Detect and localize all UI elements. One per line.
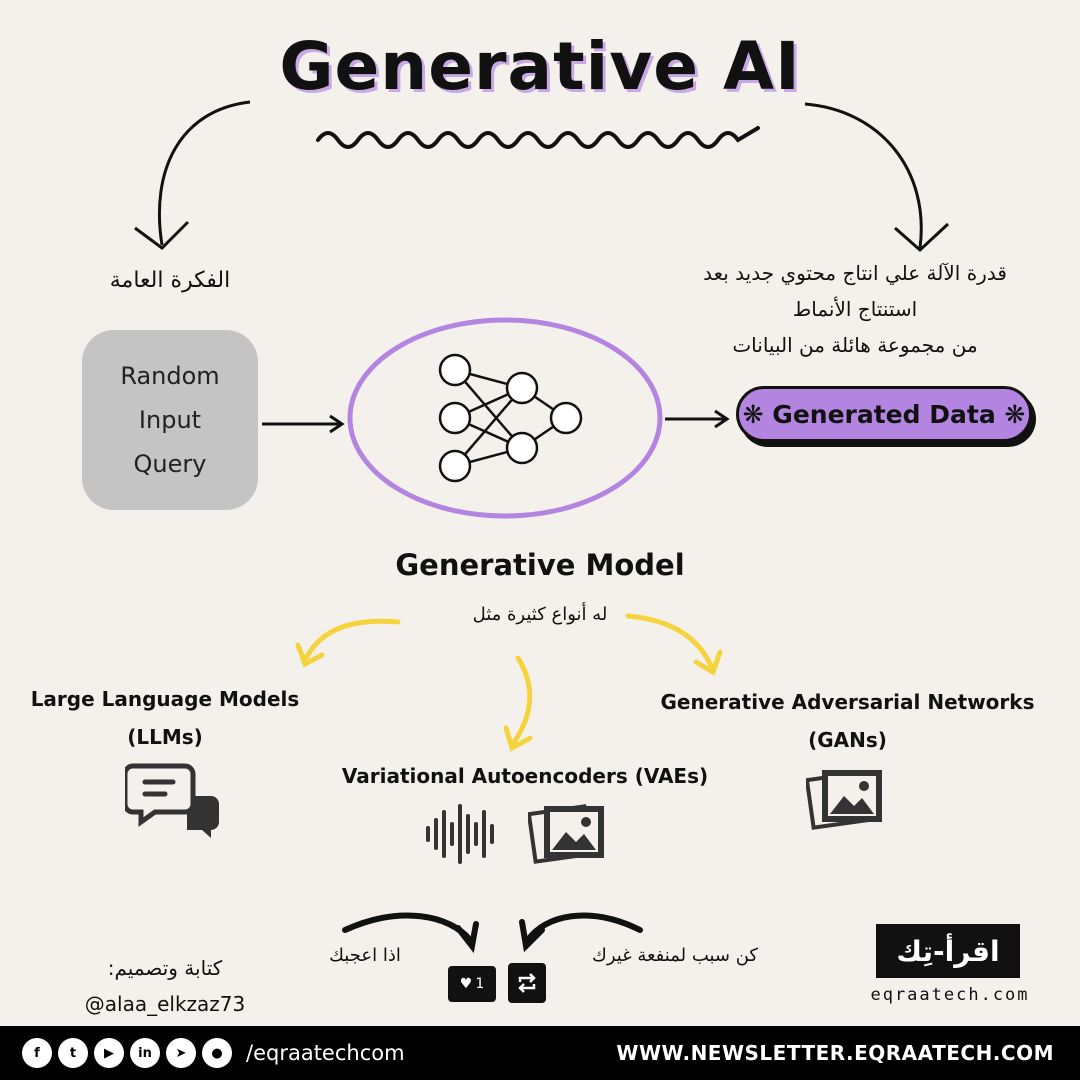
arrow-to-gan [625,613,715,671]
repost-icon [518,973,536,993]
be-reason-label: كن سبب لمنفعة غيرك [592,945,758,966]
arrow-to-llm [302,618,401,663]
eqraatech-logo: اقرأ-تِك [876,924,1020,978]
generated-data-pill: ❋ Generated Data ❋ [736,386,1032,442]
telegram-icon[interactable]: ➤ [166,1038,196,1068]
youtube-icon[interactable]: ▶ [94,1038,124,1068]
github-icon[interactable]: ● [202,1038,232,1068]
definition-line-2: استنتاج الأنماط [792,297,918,321]
input-line-1: Random [120,362,220,390]
general-idea-label: الفكرة العامة [109,268,231,293]
if-you-like-label: اذا اعجبك [329,945,401,966]
footer-bar: f t ▶ in ➤ ● /eqraatechcom WWW.NEWSLETTE… [0,1026,1080,1080]
definition-line-3: من مجموعة هائلة من البيانات [732,333,978,357]
social-handle[interactable]: /eqraatechcom [246,1041,405,1065]
llm-name: Large Language Models [30,687,300,711]
definition-line-1: قدرة الآلة علي انتاج محتوي جديد بعد [703,261,1007,285]
like-count: 1 [475,976,485,992]
heart-icon: ♥ [459,976,473,992]
linkedin-icon[interactable]: in [130,1038,160,1068]
social-icons: f t ▶ in ➤ ● [22,1038,232,1068]
input-line-2: Input [138,406,202,434]
author-credit: كتابة وتصميم: @alaa_elkzaz73 [40,950,290,1022]
twitter-icon[interactable]: t [58,1038,88,1068]
facebook-icon[interactable]: f [22,1038,52,1068]
image-gallery-icon [528,804,604,864]
vae-label: Variational Autoencoders (VAEs) [341,764,709,788]
gan-abbr: (GANs) [808,728,887,752]
arrow-to-vae [509,655,533,748]
random-input-box: Random Input Query [82,330,258,510]
image-gallery-icon [806,770,882,830]
definition-text: قدرة الآلة علي انتاج محتوي جديد بعد استن… [650,255,1060,363]
credit-handle: @alaa_elkzaz73 [84,992,246,1016]
arrow-to-definition [804,102,923,249]
chat-bubbles-icon [125,763,219,838]
neural-network-icon [438,353,583,483]
many-types-label: له أنواع كثيرة مثل [472,604,608,625]
arrow-to-repost [525,912,643,943]
like-button[interactable]: ♥ 1 [448,966,496,1002]
page-title: Generative AI [279,28,801,105]
gan-label: Generative Adversarial Networks (GANs) [655,683,1040,759]
audio-waveform-icon [426,804,494,864]
arrow-to-like [342,912,473,943]
arrow-to-general-idea [157,100,251,246]
site-url: eqraatech.com [870,985,1030,1005]
title-squiggle [316,126,760,149]
generative-model-label: Generative Model [395,548,685,582]
model-ellipse [347,317,663,519]
llm-label: Large Language Models (LLMs) [20,680,310,756]
newsletter-link[interactable]: WWW.NEWSLETTER.EQRAATECH.COM [616,1041,1054,1065]
repost-button[interactable] [508,963,546,1003]
credit-label: كتابة وتصميم: [107,956,223,980]
gan-name: Generative Adversarial Networks [660,690,1035,714]
input-line-3: Query [133,450,207,478]
llm-abbr: (LLMs) [127,725,203,749]
